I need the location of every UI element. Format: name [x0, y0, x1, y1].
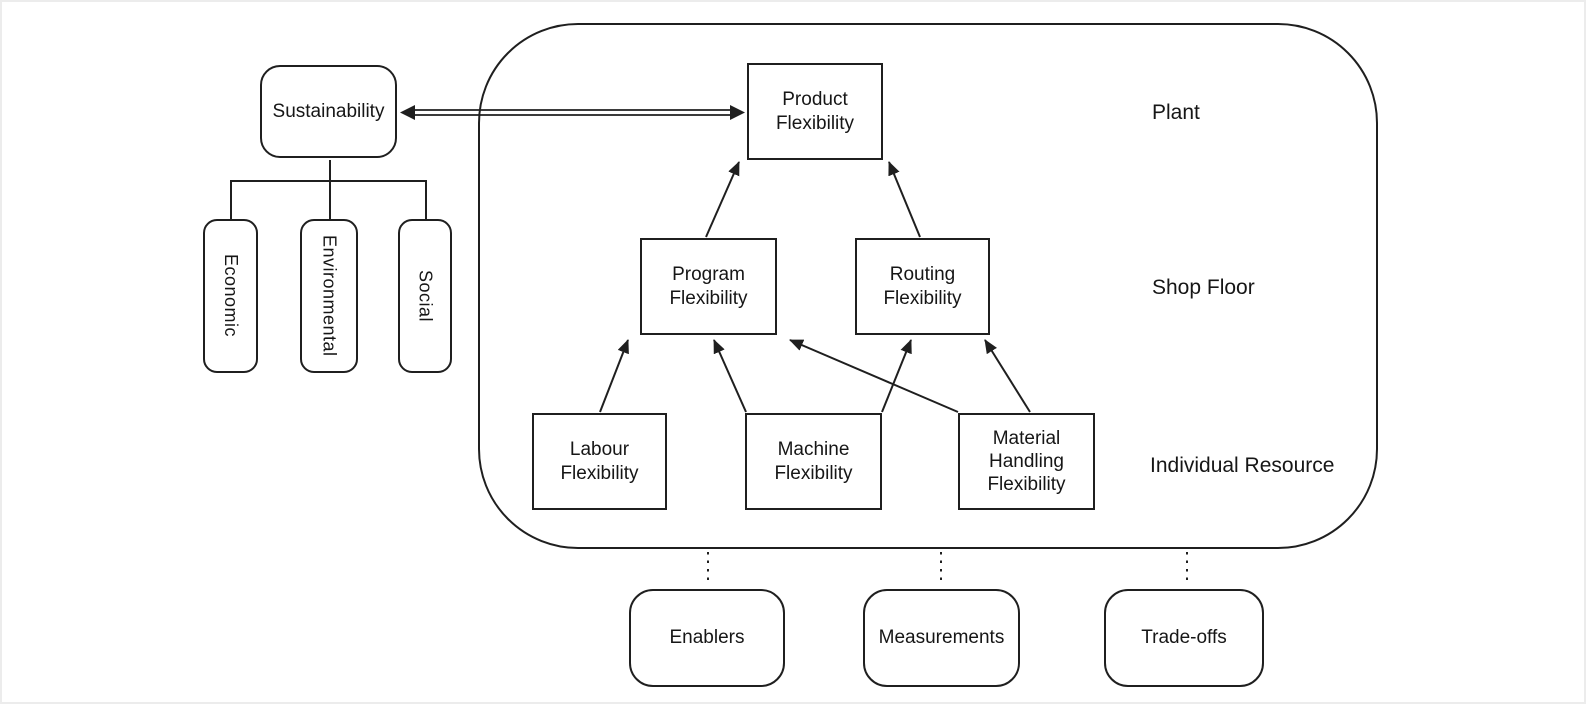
node-enablers-label: Enablers	[669, 627, 745, 649]
node-machine-flexibility-label: Machine Flexibility	[774, 439, 853, 484]
node-economic: Economic	[203, 219, 258, 373]
edge-machine-to-program	[713, 339, 747, 413]
level-label-individual-resource: Individual Resource	[1150, 454, 1335, 477]
node-social: Social	[398, 219, 452, 373]
node-economic-label: Economic	[221, 254, 241, 338]
edge-material-handling-to-program	[789, 339, 959, 413]
edge-labour-to-program	[599, 339, 629, 413]
node-enablers: Enablers	[629, 589, 785, 687]
edge-program-to-product	[705, 161, 740, 238]
node-trade-offs-label: Trade-offs	[1141, 627, 1227, 649]
node-sustainability-label: Sustainability	[272, 100, 385, 122]
edge-routing-to-product	[888, 161, 921, 238]
level-label-shop-floor: Shop Floor	[1152, 276, 1255, 299]
node-sustainability: Sustainability	[260, 65, 397, 158]
node-machine-flexibility: Machine Flexibility	[745, 413, 882, 510]
node-labour-flexibility-label: Labour Flexibility	[560, 439, 639, 484]
node-material-handling-flexibility: Material Handling Flexibility	[958, 413, 1095, 510]
node-product-flexibility: Product Flexibility	[747, 63, 883, 160]
node-labour-flexibility: Labour Flexibility	[532, 413, 667, 510]
node-material-handling-flexibility-label: Material Handling Flexibility	[987, 427, 1066, 496]
node-routing-flexibility-label: Routing Flexibility	[883, 264, 962, 309]
node-program-flexibility: Program Flexibility	[640, 238, 777, 335]
edge-sustainability-product-double-arrow	[400, 105, 745, 120]
arrowhead-left	[400, 105, 415, 120]
node-product-flexibility-label: Product Flexibility	[775, 89, 855, 134]
edge-machine-to-routing	[881, 339, 912, 413]
node-measurements: Measurements	[863, 589, 1020, 687]
arrowhead-right	[730, 105, 745, 120]
node-environmental-label: Environmental	[319, 235, 340, 357]
node-environmental: Environmental	[300, 219, 358, 373]
level-label-plant: Plant	[1152, 101, 1200, 124]
node-routing-flexibility: Routing Flexibility	[855, 238, 990, 335]
node-measurements-label: Measurements	[878, 627, 1005, 649]
edge-material-handling-to-routing	[984, 339, 1031, 413]
node-program-flexibility-label: Program Flexibility	[669, 264, 748, 309]
node-social-label: Social	[415, 269, 436, 323]
node-trade-offs: Trade-offs	[1104, 589, 1264, 687]
